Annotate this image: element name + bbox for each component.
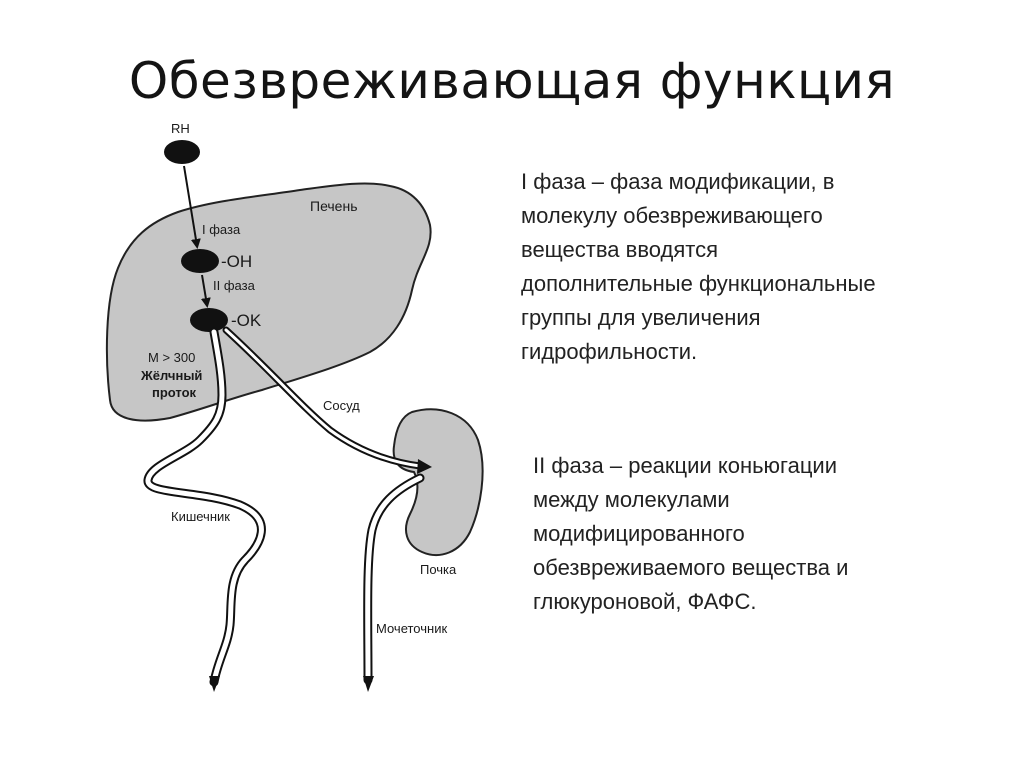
- phase1-line: гидрофильности.: [521, 339, 698, 364]
- phase1-line: дополнительные функциональные: [521, 271, 876, 296]
- arrow-substrate-to-phase1: [183, 165, 201, 249]
- phase2-line: модифицированного: [533, 521, 745, 546]
- substrate-label: RH: [171, 121, 190, 136]
- phase2-description: II фаза – реакции коньюгации между молек…: [533, 449, 848, 619]
- phase2-label: II фаза: [213, 278, 256, 293]
- phase2-line: обезвреживаемого вещества и: [533, 555, 849, 580]
- liver-shape: [105, 182, 432, 422]
- kidney-label: Почка: [420, 562, 457, 577]
- substrate-molecule: [164, 140, 200, 164]
- hydroxyl-label: -OH: [221, 252, 252, 271]
- intestine-label: Кишечник: [171, 509, 230, 524]
- liver-label: Печень: [310, 198, 358, 214]
- phase1-label: I фаза: [202, 222, 241, 237]
- phase1-description: I фаза – фаза модификации, в молекулу об…: [521, 165, 876, 369]
- kidney-shape: [392, 408, 484, 557]
- bile-duct-label-1: Жёлчный: [140, 368, 202, 383]
- conjugate-label: -OK: [231, 311, 262, 330]
- mass-threshold-label: M > 300: [148, 350, 195, 365]
- arrow-phase1-to-phase2: [200, 274, 211, 308]
- conjugated-molecule: [190, 308, 228, 332]
- phase1-line: I фаза – фаза модификации, в: [521, 169, 835, 194]
- hydroxylated-molecule: [181, 249, 219, 273]
- phase2-line: между молекулами: [533, 487, 730, 512]
- phase2-line: глюкуроновой, ФАФС.: [533, 589, 757, 614]
- vessel-label: Сосуд: [323, 398, 360, 413]
- bile-duct-label-2: проток: [152, 385, 197, 400]
- phase2-line: II фаза – реакции коньюгации: [533, 453, 838, 478]
- phase1-line: молекулу обезвреживающего: [521, 203, 823, 228]
- phase1-line: группы для увеличения: [521, 305, 761, 330]
- phase1-line: вещества вводятся: [521, 237, 719, 262]
- slide-title: Обезвреживающая функция: [128, 52, 896, 110]
- ureter-label: Мочеточник: [376, 621, 447, 636]
